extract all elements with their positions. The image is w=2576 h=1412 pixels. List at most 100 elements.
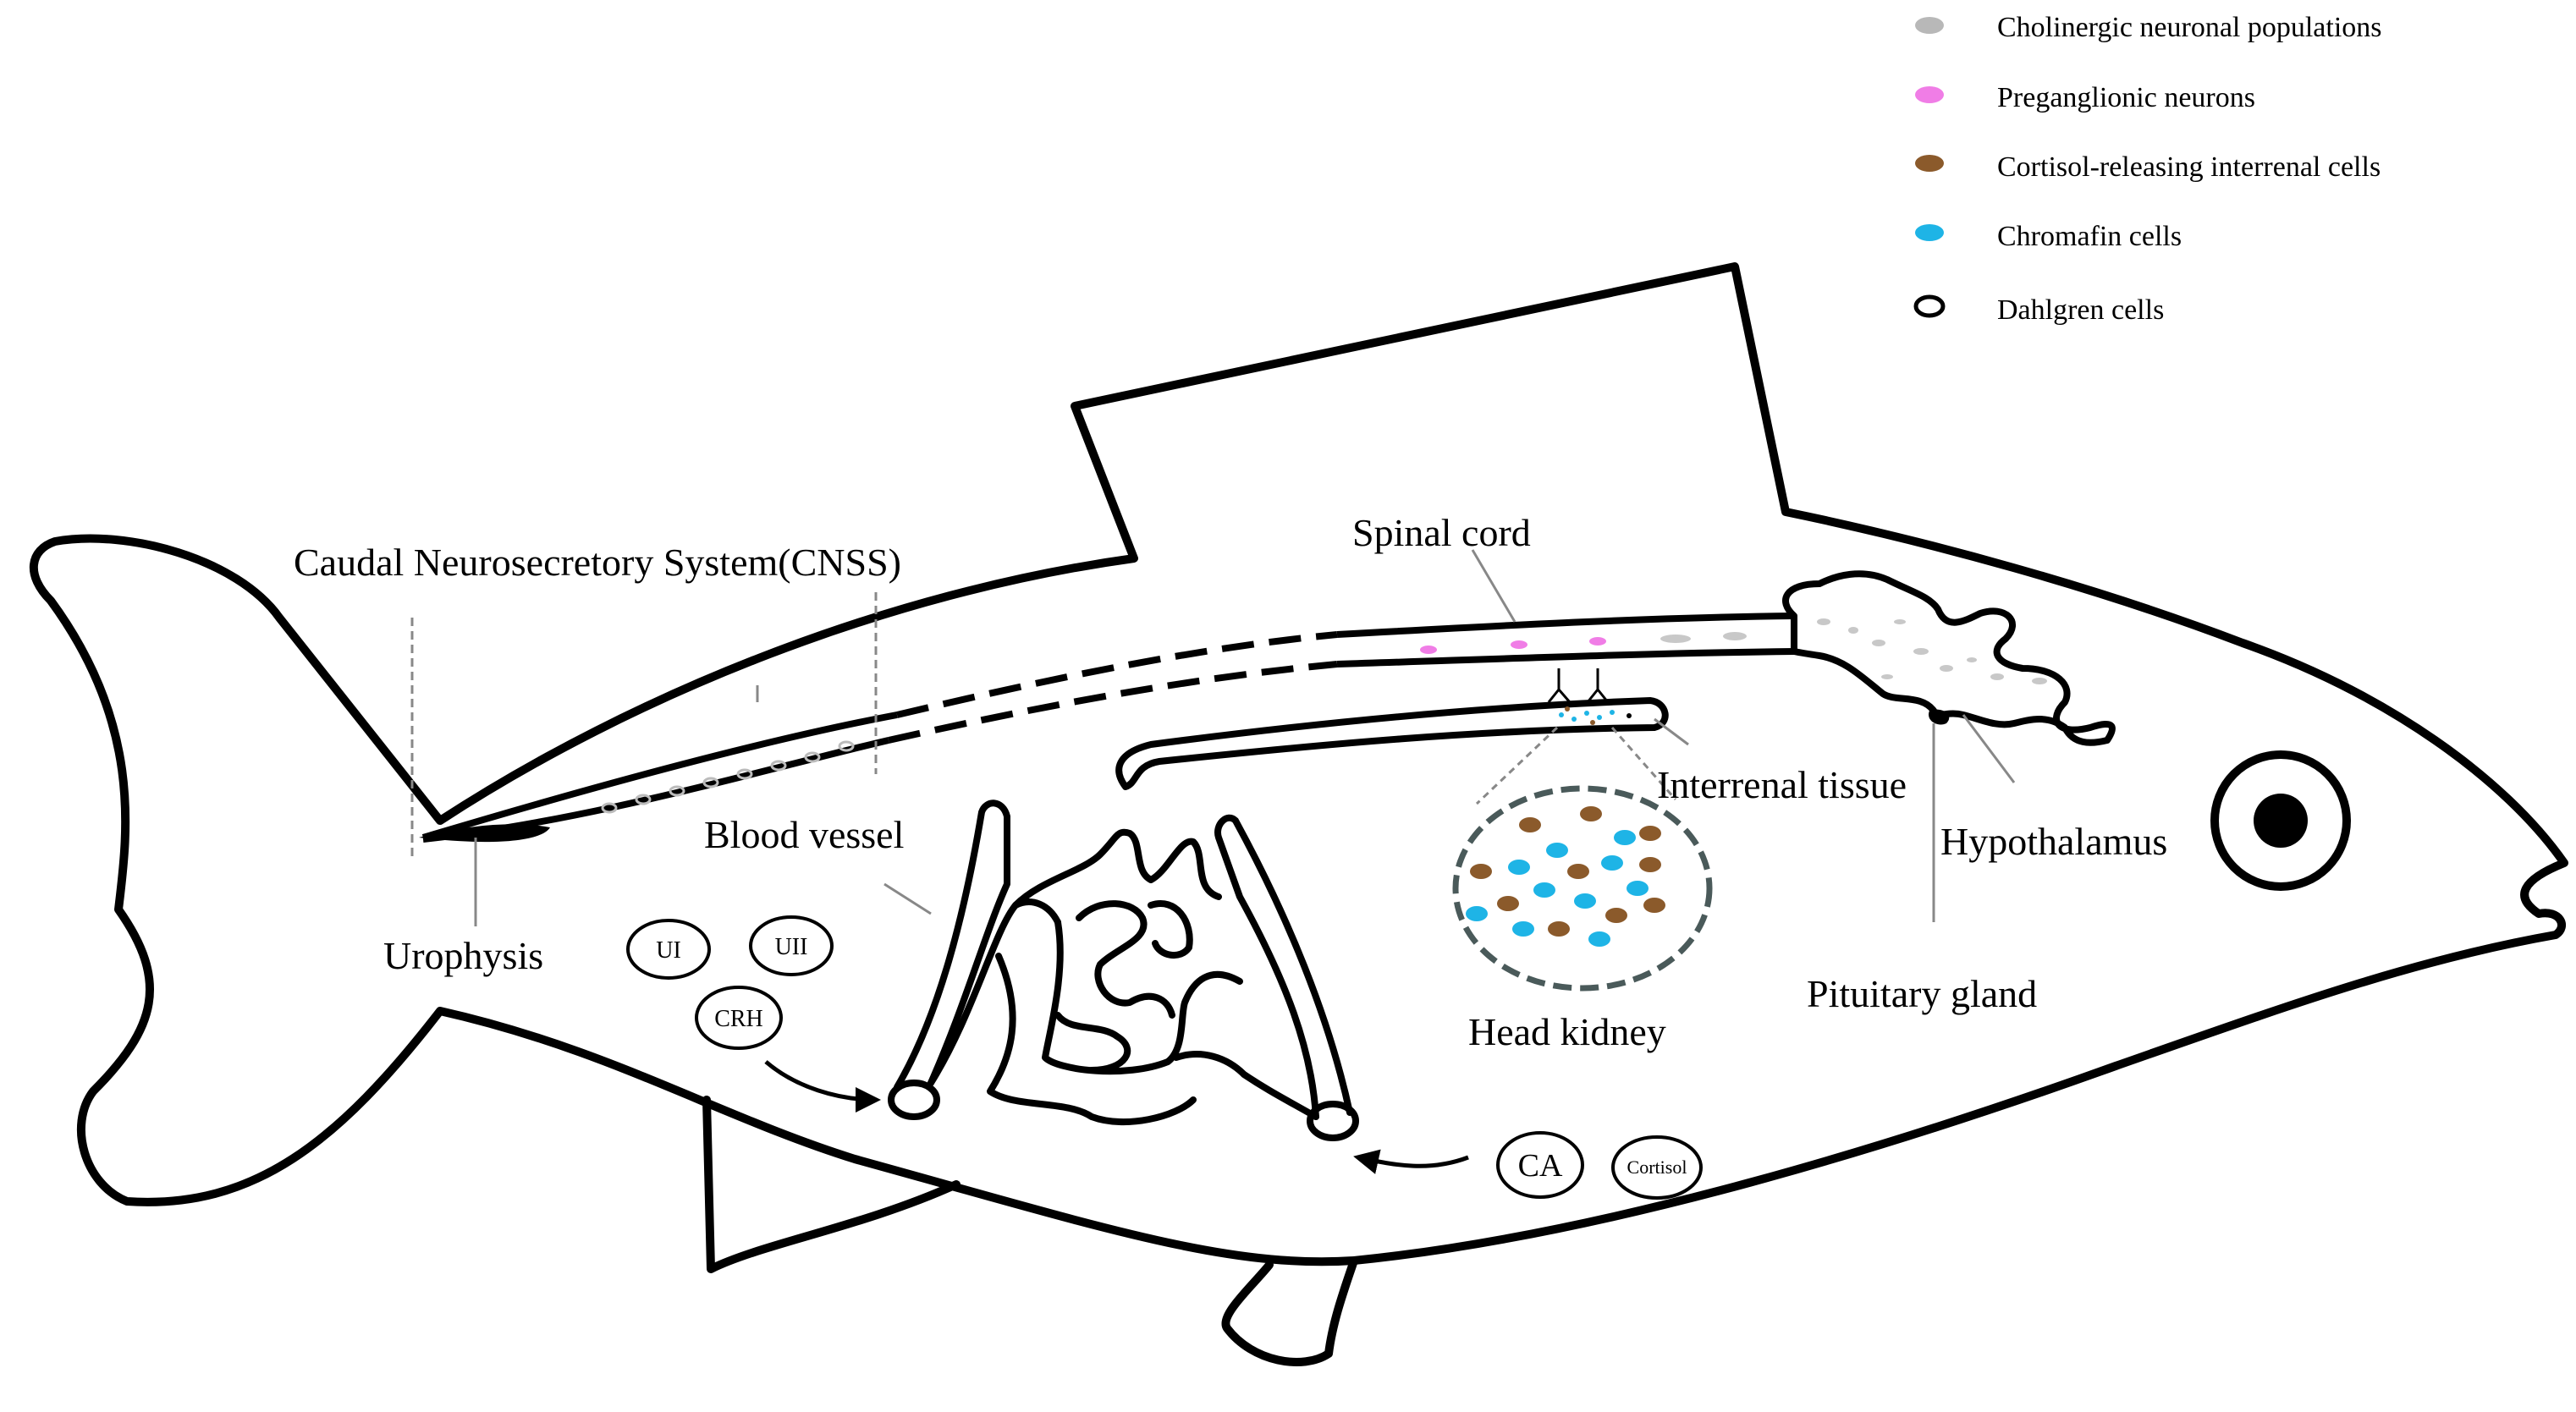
interrenal-cell [1519,817,1541,832]
nerve-branch [1547,668,1571,703]
zoom-line-left [1475,726,1559,805]
legend-item-chromafin: Chromafin cells [1915,221,2182,252]
spinal-cord-upper-solid [1336,613,1795,638]
cholinergic-cell [1967,657,1977,662]
cholinergic-cell [1872,640,1885,646]
pituitary-black [1929,709,1950,725]
cholinergic-cell [1723,632,1747,640]
nerve-branch [1586,668,1610,703]
interrenal-cell [1643,898,1665,913]
cnss-cell [736,768,753,780]
hormone-uii: UII [749,915,834,976]
vessel-mesh-5 [1054,1012,1131,1074]
cholinergic-cell [1894,619,1906,624]
interrenal-cell [1590,720,1595,725]
label-interrenal-tissue: Interrenal tissue [1657,763,1907,806]
anal-fin [702,1096,960,1273]
interrenal-cell [1627,713,1632,718]
preganglionic-cell [1420,646,1437,654]
chromafin-cell [1508,860,1530,875]
brain-outline [1782,570,2116,746]
cholinergic-cell [1940,665,1953,672]
fish-eye [2210,750,2351,891]
legend-label-dahlgren: Dahlgren cells [1997,294,2164,326]
cnss-cell [804,751,821,763]
zoom-lines [1475,726,1677,805]
cholinergic-cell [1848,627,1858,634]
vessel-mesh-4 [1148,900,1193,959]
chromafin-swatch [1915,224,1944,241]
fish-outline [29,262,2568,1366]
chromafin-cell [1597,715,1602,720]
preganglionic-cell [1511,640,1527,649]
legend-item-dahlgren: Dahlgren cells [1913,294,2164,326]
legend-item-cholinergic: Cholinergic neuronal populations [1915,12,2382,43]
nerve-branches [1547,668,1610,703]
cholinergic-cell [2032,678,2047,684]
chromafin-cell [1614,830,1636,845]
vessel-left-opening [888,1080,940,1120]
cholinergic-cell [1881,674,1893,679]
vessel-right-trunk-outer [1214,814,1353,1120]
interrenal-cell [1470,864,1492,879]
label-head-kidney: Head kidney [1468,1010,1666,1053]
vessel-left-trunk-outer [894,799,1010,1091]
leader-lines [410,549,2016,926]
chromafin-cell [1466,906,1488,921]
hormone-ca-label: CA [1518,1148,1563,1184]
cnss-cell [669,785,685,797]
label-cnss: Caudal Neurosecretory System(CNSS) [294,541,901,584]
legend-item-interrenal: Cortisol-releasing interrenal cells [1915,151,2381,183]
hormone-uii-bubble [749,915,834,976]
spinal-cord-leader [1471,549,1516,623]
spinal-cord-lower-solid [1336,648,1795,668]
cholinergic-cell [1660,635,1691,643]
chromafin-cell [1627,881,1649,896]
interrenal-cell [1497,896,1519,911]
cholinergic-cell [1990,673,2004,680]
chromafin-cell [1574,893,1596,909]
fish-body-path [29,262,2568,1266]
label-blood-vessel: Blood vessel [704,813,904,856]
chromafin-cell [1601,855,1623,871]
interrenal-cell [1580,806,1602,821]
zoom-line-right [1610,727,1677,800]
legend-label-chromafin: Chromafin cells [1997,221,2182,252]
vessel-mesh-2 [1042,919,1243,1075]
interrenal-cell [1639,857,1661,872]
chromafin-cell [1610,710,1615,715]
legend-label-preganglionic: Preganglionic neurons [1997,82,2255,113]
brain [1782,570,2116,746]
interrenal-cell [1605,908,1627,923]
spinal-cord-lower-dashed [888,661,1338,744]
label-hypothalamus: Hypothalamus [1940,820,2167,863]
cnss-cell [601,802,618,814]
hormone-crh-label: CRH [714,1006,763,1032]
arrow-crh-to-vessel [764,1060,881,1113]
cnss-cell [635,794,652,805]
hormone-ui: UI [626,919,711,980]
hormone-ui-label: UI [656,937,681,964]
cnss-tail-upper [421,711,898,841]
spinal-cholinergic-cells [1660,632,1747,643]
vessel-mesh-1 [1012,828,1222,909]
hormone-crh-bubble [695,986,783,1050]
vessel-mesh-6 [1173,1051,1319,1120]
chromafin-cell [1571,717,1577,722]
vessel-right-opening [1307,1101,1359,1141]
cnss-cell [770,760,787,772]
preganglionic-cell [1589,637,1606,646]
vessel-mesh-7 [987,953,1197,1126]
vessel-mesh-3 [1076,900,1175,1019]
interrenal-tube [1115,668,1669,790]
dahlgren-swatch [1913,294,1946,318]
interrenal-cell [1639,826,1661,841]
hormone-cortisol-bubble [1611,1135,1703,1200]
chromafin-cell [1512,921,1534,937]
head-kidney-chromafin [1466,830,1649,947]
hormone-ca: CA [1496,1131,1584,1199]
interrenal-leader [1654,717,1689,746]
chromafin-cell [1588,931,1610,947]
interrenal-cell [1567,864,1589,879]
